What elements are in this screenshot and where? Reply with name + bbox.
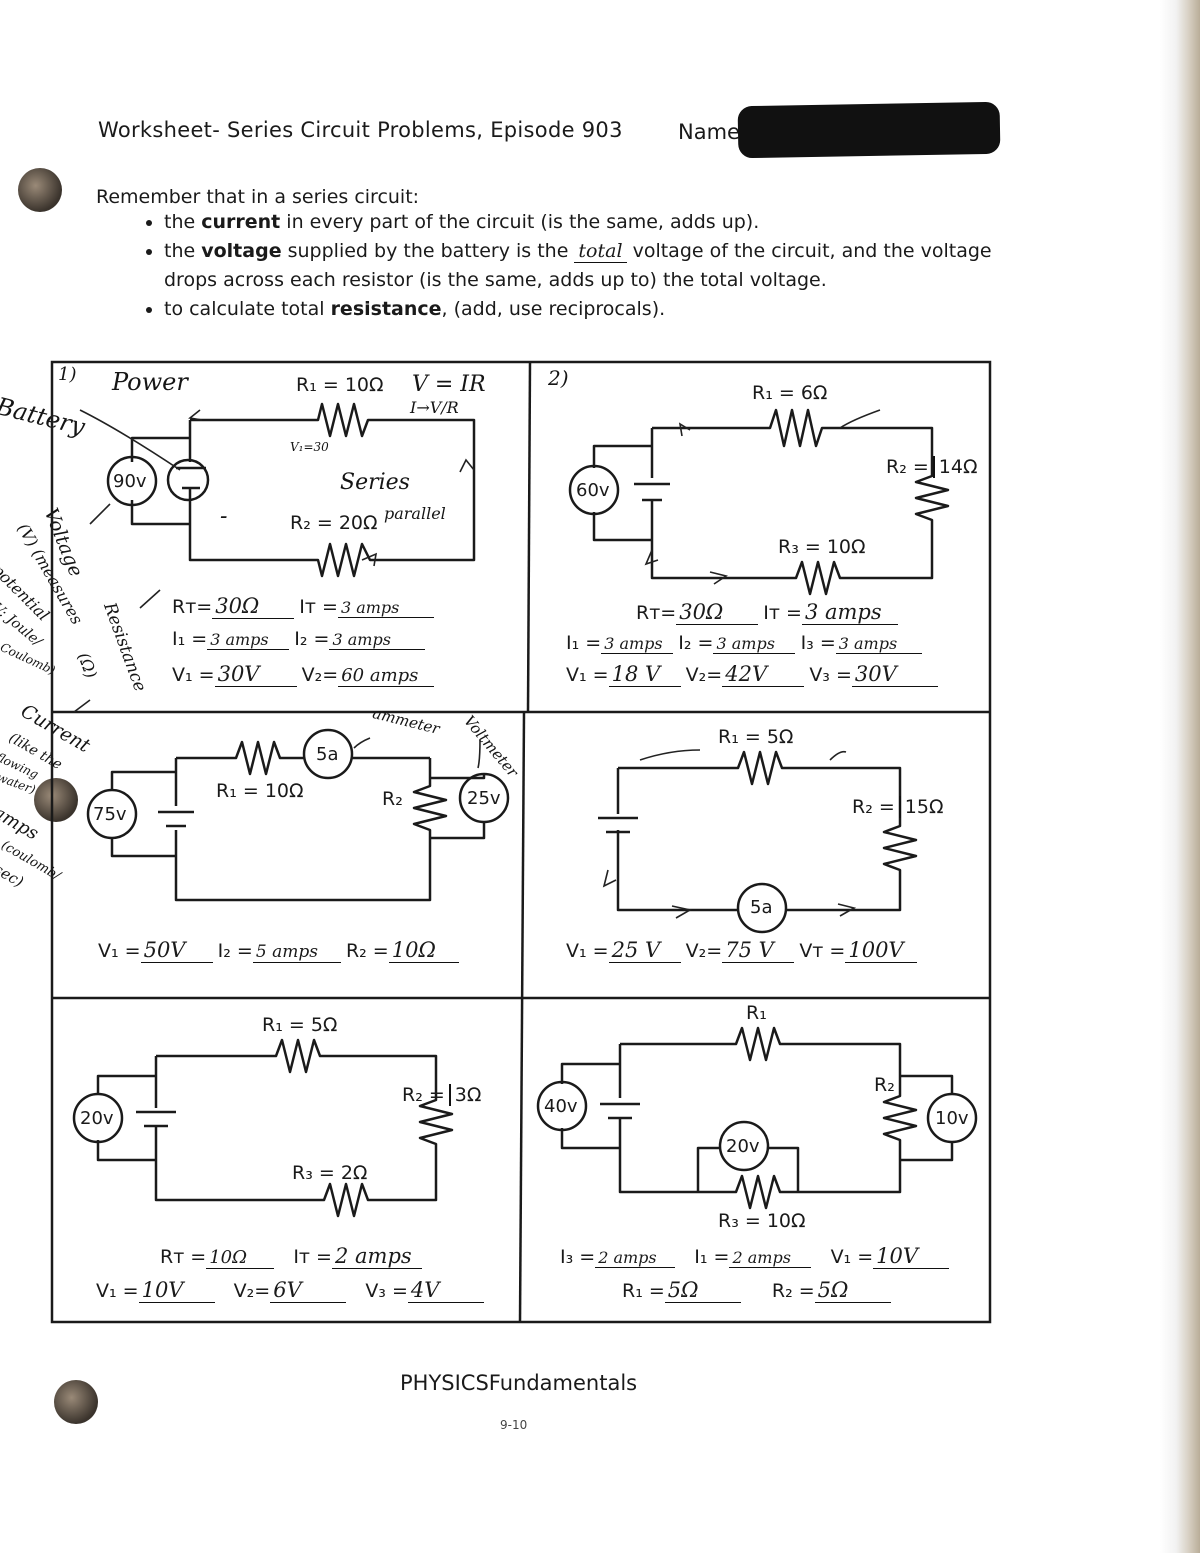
p3-answer-i2: 5 amps xyxy=(252,942,341,963)
punch-hole xyxy=(18,168,62,212)
p5-battery-voltage: 20v xyxy=(80,1108,114,1129)
p1-r1-label: R₁ = 10Ω xyxy=(296,374,384,396)
p6-answers-row2: R₁ =5Ω R₂ =5Ω xyxy=(622,1278,891,1303)
intro-text: Remember that in a series circuit: xyxy=(96,186,420,208)
p2-answer-v1: 18 V xyxy=(608,662,681,687)
worksheet-title: Worksheet- Series Circuit Problems, Epis… xyxy=(98,118,623,142)
p2-answer-i2: 3 amps xyxy=(713,634,796,654)
p2-answers-row3: V₁ =18 V V₂=42V V₃ =30V xyxy=(566,662,938,687)
p5-r1-label: R₁ = 5Ω xyxy=(262,1014,338,1036)
p2-answer-it: 3 amps xyxy=(801,600,898,625)
rule-voltage: the voltage supplied by the battery is t… xyxy=(164,237,994,295)
p4-answer-v2: 75 V xyxy=(722,938,795,963)
p1-r2-label: R₂ = 20Ω xyxy=(290,512,378,534)
p3-ammeter: 5a xyxy=(316,744,339,765)
p1-answers-row2: I₁ =3 amps I₂ =3 amps xyxy=(172,628,426,650)
p5-answer-it: 2 amps xyxy=(331,1244,422,1269)
p2-answers-row2: I₁ =3 amps I₂ =3 amps I₃ =3 amps xyxy=(566,632,922,654)
punch-hole xyxy=(34,778,78,822)
p4-answers-row: V₁ =25 V V₂=75 V Vᴛ =100V xyxy=(566,938,918,963)
p1-note-power: Power xyxy=(112,368,188,396)
p6-answers-row1: I₃ =2 amps I₁ =2 amps V₁ =10V xyxy=(560,1244,950,1269)
p2-answer-v3: 30V xyxy=(851,662,938,687)
p1-answers-row1: Rᴛ=30Ω Iᴛ =3 amps xyxy=(172,594,434,619)
p2-r2-label: R₂ =14Ω xyxy=(886,456,978,478)
p3-voltmeter: 25v xyxy=(467,788,501,809)
p6-battery-voltage: 40v xyxy=(544,1096,578,1117)
p5-answer-rt: 10Ω xyxy=(206,1247,275,1269)
name-label: Name xyxy=(678,120,740,144)
p3-r2-label: R₂ xyxy=(382,788,403,810)
p5-answers-row1: Rᴛ =10Ω Iᴛ =2 amps xyxy=(160,1244,422,1269)
rules-list: the current in every part of the circuit… xyxy=(130,208,994,324)
p1-answers-row3: V₁ =30V V₂=60 amps xyxy=(172,662,435,687)
p1-answer-i2: 3 amps xyxy=(329,630,426,650)
p5-answers-row2: V₁ =10V V₂=6V V₃ =4V xyxy=(96,1278,484,1303)
p6-answer-r1: 5Ω xyxy=(664,1278,741,1303)
p2-answer-i1: 3 amps xyxy=(601,634,674,654)
punch-hole xyxy=(54,1380,98,1424)
problem-1-number: 1) xyxy=(58,364,77,385)
rule-resistance: to calculate total resistance, (add, use… xyxy=(164,295,994,324)
p1-answer-rt: 30Ω xyxy=(212,594,295,619)
p4-r2-label: R₂ =15Ω xyxy=(852,796,944,818)
footer-brand: PHYSICSFundamentals xyxy=(400,1371,638,1395)
p1-answer-i1: 3 amps xyxy=(207,630,290,650)
problem-2-number: 2) xyxy=(548,366,569,390)
p5-r2-label: R₂ =3Ω xyxy=(402,1084,482,1106)
p6-answer-i3: 2 amps xyxy=(595,1248,676,1268)
p2-answer-v2: 42V xyxy=(722,662,805,687)
p4-answer-v1: 25 V xyxy=(608,938,681,963)
p6-r1-label: R₁ xyxy=(746,1002,767,1024)
p6-answer-v1: 10V xyxy=(873,1244,950,1269)
p6-r3-label: R₃ = 10Ω xyxy=(718,1210,806,1232)
p4-answer-vt: 100V xyxy=(845,938,918,963)
paper-edge xyxy=(1160,0,1200,1553)
p1-note-ivr: I→V/R xyxy=(410,398,459,417)
answer-total: total xyxy=(574,240,627,263)
p2-battery-voltage: 60v xyxy=(576,480,610,501)
p1-battery-voltage: 90v xyxy=(113,471,147,492)
p1-note-parallel: parallel xyxy=(384,504,446,523)
p2-r1-label: R₁ = 6Ω xyxy=(752,382,828,404)
p3-battery-voltage: 75v xyxy=(93,804,127,825)
p6-voltmeter-r2: 10v xyxy=(935,1108,969,1129)
p1-answer-v1: 30V xyxy=(214,662,297,687)
p3-answer-v1: 50V xyxy=(140,938,213,963)
p1-answer-v2: 60 amps xyxy=(338,665,435,687)
p2-answer-rt: 30Ω xyxy=(676,600,759,625)
p3-r1-label: R₁ = 10Ω xyxy=(216,780,304,802)
p2-answers-row1: Rᴛ=30Ω Iᴛ =3 amps xyxy=(636,600,898,625)
p1-note-minus: - xyxy=(220,504,228,529)
p1-answer-it: 3 amps xyxy=(337,598,434,618)
p1-note-vir: V = IR xyxy=(412,372,486,397)
p3-answer-r2: 10Ω xyxy=(388,938,459,963)
p5-answer-v3: 4V xyxy=(407,1278,484,1303)
rule-current: the current in every part of the circuit… xyxy=(164,208,994,237)
p4-ammeter: 5a xyxy=(750,897,773,918)
p6-answer-i1: 2 amps xyxy=(729,1248,812,1268)
p6-answer-r2: 5Ω xyxy=(814,1278,891,1303)
p1-note-v1: V₁=30 xyxy=(290,440,329,454)
p4-r1-label: R₁ = 5Ω xyxy=(718,726,794,748)
p2-r3-label: R₃ = 10Ω xyxy=(778,536,866,558)
p5-answer-v2: 6V xyxy=(270,1278,347,1303)
p1-note-series: Series xyxy=(340,470,410,495)
p5-r3-label: R₃ = 2Ω xyxy=(292,1162,368,1184)
footer-page: 9-10 xyxy=(500,1418,528,1432)
p3-answers-row: V₁ =50V I₂ =5 amps R₂ =10Ω xyxy=(98,938,459,963)
p6-voltmeter-r3: 20v xyxy=(726,1136,760,1157)
p5-answer-v1: 10V xyxy=(138,1278,215,1303)
p6-r2-label: R₂ xyxy=(874,1074,895,1096)
p2-answer-i3: 3 amps xyxy=(835,634,922,654)
